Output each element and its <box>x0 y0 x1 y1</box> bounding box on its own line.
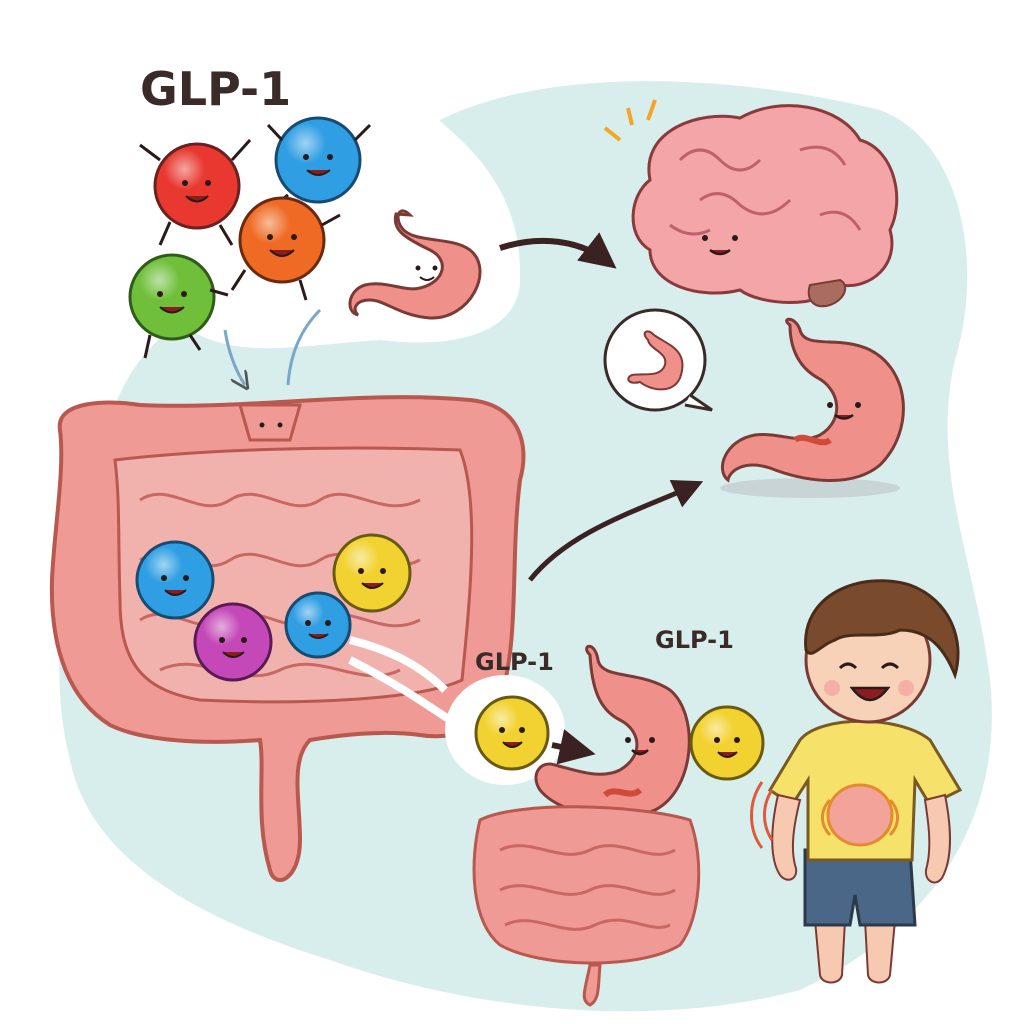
glp1-right-label: GLP-1 <box>655 626 734 654</box>
intestine-icon <box>472 805 701 1007</box>
speech-bubble-icon <box>603 308 713 412</box>
molecule-cluster-top <box>128 116 372 359</box>
flow-arrow <box>348 656 453 724</box>
brain-icon <box>603 99 899 308</box>
child-icon <box>750 579 963 984</box>
stomach-icon <box>720 317 905 498</box>
stomach-icon <box>348 209 482 320</box>
molecule-icon <box>230 196 341 301</box>
molecule-icon <box>128 253 229 359</box>
molecule-icon <box>284 591 352 659</box>
arrow-to-stomach <box>528 480 704 582</box>
arrow-to-stomach-small <box>551 729 596 765</box>
flow-arrow <box>349 636 448 693</box>
molecule-icon <box>135 540 215 620</box>
molecule-icon <box>689 705 765 781</box>
molecule-icon <box>474 695 550 771</box>
title-label: GLP-1 <box>140 62 291 116</box>
arrow-into-intestine <box>223 329 245 385</box>
arrow-into-intestine <box>286 308 322 386</box>
molecule-icon <box>193 602 273 682</box>
top-left-cloud <box>112 62 520 349</box>
molecule-icon <box>139 138 252 246</box>
molecule-icon <box>266 116 372 207</box>
glp1-left-label: GLP-1 <box>475 648 554 676</box>
molecule-icon <box>332 533 412 613</box>
arrow-to-brain <box>499 232 617 269</box>
molecule-cluster-intestine <box>135 533 412 682</box>
